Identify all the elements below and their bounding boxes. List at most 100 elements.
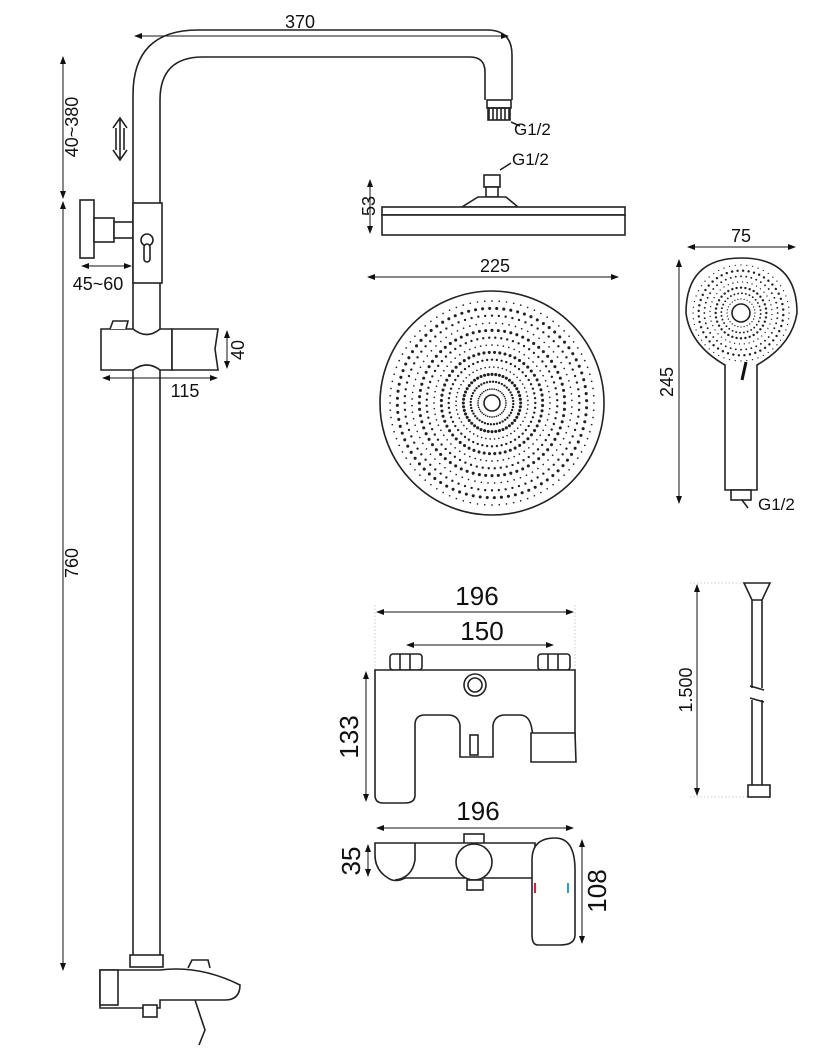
nozzle-dot [731, 323, 733, 325]
nozzle-dot [509, 471, 513, 475]
nozzle-dot [441, 320, 445, 324]
nozzle-dot [475, 465, 478, 468]
nozzle-dot [500, 337, 503, 340]
nozzle-dot [781, 308, 785, 311]
nozzle-dot [776, 312, 779, 314]
nozzle-dot [547, 468, 550, 471]
nozzle-dot [509, 411, 513, 415]
nozzle-dot [540, 491, 542, 494]
nozzle-dot [397, 417, 401, 421]
nozzle-dot [734, 299, 736, 302]
nozzle-dot [742, 331, 745, 334]
nozzle-dot [490, 358, 494, 361]
nozzle-dot [455, 473, 458, 476]
nozzle-dot [548, 370, 551, 373]
nozzle-dot [403, 394, 407, 398]
nozzle-dot [439, 350, 443, 354]
nozzle-dot [448, 451, 452, 455]
nozzle-dot [552, 381, 556, 384]
nozzle-dot [451, 487, 455, 491]
nozzle-dot [501, 322, 504, 325]
nozzle-dot [410, 350, 415, 354]
nozzle-dot [561, 453, 564, 456]
nozzle-dot [541, 403, 545, 408]
nozzle-dot [521, 467, 525, 471]
overhead-thread-label: G1/2 [512, 150, 549, 169]
nozzle-dot [515, 469, 519, 473]
nozzle-dot [568, 441, 572, 444]
nozzle-dot [746, 359, 748, 362]
wall-bracket [79, 199, 163, 284]
nozzle-dot [501, 427, 505, 432]
nozzle-dot [411, 411, 414, 414]
nozzle-dot [470, 486, 473, 490]
nozzle-dot [523, 450, 526, 453]
nozzle-dot [718, 269, 720, 272]
nozzle-dot [586, 437, 589, 440]
nozzle-dot [499, 495, 503, 499]
nozzle-dot [542, 463, 545, 466]
nozzle-dot [574, 358, 578, 362]
nozzle-dot [493, 467, 496, 470]
nozzle-dot [456, 329, 459, 332]
nozzle-dot [448, 309, 451, 312]
nozzle-dot [700, 285, 703, 287]
nozzle-dot [569, 452, 574, 456]
nozzle-dot [461, 401, 465, 405]
nozzle-dot [410, 435, 413, 438]
nozzle-dot [720, 307, 723, 310]
nozzle-dot [517, 318, 521, 322]
nozzle-dot [562, 407, 566, 411]
body-height-label: 35 [336, 847, 366, 876]
nozzle-dot [548, 413, 550, 416]
nozzle-dot [491, 416, 493, 418]
nozzle-dot [418, 388, 422, 392]
nozzle-dot [513, 493, 517, 497]
nozzle-dot [503, 473, 507, 477]
nozzle-dot [462, 405, 466, 409]
nozzle-dot [424, 325, 427, 327]
nozzle-dot [748, 294, 751, 297]
nozzle-dot [445, 378, 449, 382]
nozzle-dot [506, 434, 508, 437]
nozzle-dot [491, 460, 493, 462]
nozzle-dot [449, 416, 453, 419]
nozzle-dot [507, 457, 510, 460]
nozzle-dot [419, 338, 423, 342]
nozzle-dot [510, 393, 514, 397]
nozzle-dot [510, 432, 512, 435]
nozzle-dot [575, 422, 579, 425]
nozzle-dot [469, 400, 472, 404]
nozzle-dot [571, 435, 574, 438]
nozzle-dot [709, 310, 711, 313]
nozzle-dot [495, 358, 499, 362]
nozzle-dot [490, 314, 494, 317]
nozzle-dot [535, 424, 539, 428]
nozzle-dot [768, 299, 770, 301]
nozzle-dot [755, 278, 758, 281]
nozzle-dot [440, 429, 442, 432]
nozzle-dot [434, 354, 438, 358]
nozzle-dot [535, 365, 538, 368]
nozzle-dot [416, 447, 419, 450]
nozzle-dot [504, 315, 507, 318]
nozzle-dot [532, 452, 535, 455]
shower-rail [79, 29, 521, 1046]
nozzle-dot [434, 413, 436, 416]
nozzle-dot [565, 458, 569, 462]
nozzle-dot [539, 482, 543, 486]
nozzle-dot [513, 418, 517, 422]
nozzle-dot [515, 415, 519, 419]
diverter-arrow-icon [112, 116, 128, 162]
nozzle-dot [553, 330, 557, 334]
nozzle-dot [508, 324, 510, 326]
nozzle-dot [430, 483, 432, 486]
nozzle-dot [444, 355, 448, 358]
nozzle-dot [501, 420, 504, 423]
nozzle-dot [463, 318, 467, 322]
nozzle-dot [737, 298, 739, 301]
nozzle-dot [708, 340, 711, 343]
nozzle-dot [477, 397, 480, 400]
nozzle-dot [767, 272, 769, 275]
nozzle-dot [770, 304, 772, 306]
